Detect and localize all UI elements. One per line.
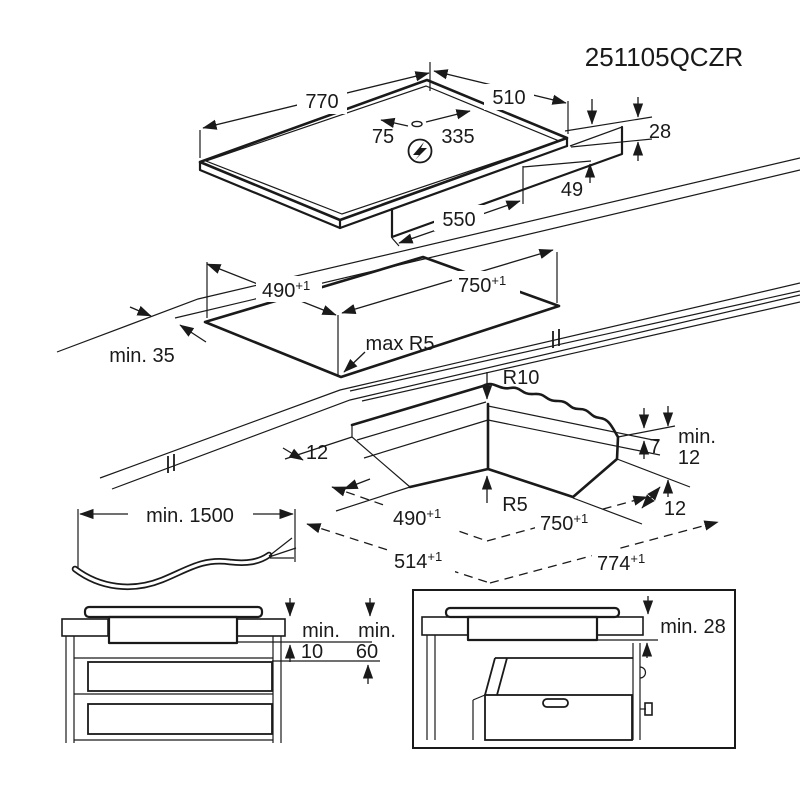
- oven-clearance-view: min. 28: [412, 589, 736, 749]
- dim-label-335: 335: [441, 126, 474, 148]
- dim-label-min-60-min: min.: [358, 620, 396, 642]
- dim-550: 550: [391, 200, 521, 247]
- worktop-cutout-view: 490+1 750+1 min. 35 max R5: [109, 248, 561, 379]
- dim-label-cutout-490: 490+1: [262, 278, 310, 302]
- oven-icon: [472, 657, 633, 741]
- dim-label-max-r5: max R5: [366, 333, 435, 355]
- dim-flush-750: 750+1: [486, 495, 648, 542]
- dim-label-75: 75: [372, 126, 394, 148]
- dim-flush-514: 514+1: [306, 523, 491, 584]
- dim-49: 49: [522, 99, 598, 204]
- dim-label-49: 49: [561, 179, 583, 201]
- dim-label-510: 510: [492, 87, 525, 109]
- dim-flush-490: 490+1: [331, 486, 488, 542]
- dim-label-min-28: min. 28: [660, 616, 726, 638]
- cabinet-clearance-view: min. 10 min. 60: [61, 598, 396, 743]
- dim-label-r10: R10: [503, 367, 540, 389]
- dim-r10: R10: [481, 367, 540, 400]
- dim-max-r5: max R5: [343, 333, 435, 373]
- dim-label-550: 550: [442, 209, 475, 231]
- dim-label-ledge-left-12: 12: [306, 442, 328, 464]
- dim-min-28: min. 28: [597, 596, 726, 658]
- hob-isometric-view: 770 510 75 335 28: [198, 62, 671, 247]
- dim-label-min-60: 60: [356, 641, 378, 663]
- dim-min-10: min. 10: [284, 598, 340, 663]
- dim-ledge-left-12: 12: [282, 436, 411, 512]
- dim-label-min-1500: min. 1500: [146, 505, 234, 527]
- dim-label-cutout-750: 750+1: [458, 273, 506, 297]
- dim-cutout-490: 490+1: [206, 262, 339, 377]
- dim-label-770: 770: [305, 91, 338, 113]
- power-cable-view: min. 1500: [71, 501, 297, 591]
- dim-label-min-10: 10: [301, 641, 323, 663]
- power-cord-position: 75 335: [372, 109, 475, 164]
- cable-icon: [71, 537, 297, 591]
- dim-min-35: min. 35: [109, 305, 207, 367]
- dim-label-28: 28: [649, 121, 671, 143]
- dim-label-min-10-min: min.: [302, 620, 340, 642]
- dim-label-flush-514: 514+1: [394, 549, 442, 573]
- dim-label-min: min.: [678, 426, 716, 448]
- dim-min-60: min. 60: [356, 598, 396, 684]
- dim-label-flush-750: 750+1: [540, 511, 588, 535]
- dim-ledge-right-12: 12: [641, 486, 686, 520]
- dim-510: 510: [433, 69, 569, 134]
- lightning-icon: [407, 138, 433, 164]
- dim-label-recess-7: 7: [649, 436, 660, 458]
- dim-label-ledge-right-12: 12: [664, 498, 686, 520]
- dim-label-flush-490: 490+1: [393, 506, 441, 530]
- dim-28: 28: [564, 97, 671, 161]
- drawing-number: 251105QCZR: [585, 42, 744, 72]
- dim-flush-774: 774+1: [489, 520, 719, 584]
- flush-mount-detail: R10 R5 12 7 min. 12 12: [282, 367, 719, 584]
- dim-cutout-750: 750+1: [341, 248, 558, 315]
- dim-label-min-12: 12: [678, 447, 700, 469]
- dim-min-12: min. 12: [662, 406, 716, 497]
- dim-label-flush-774: 774+1: [597, 551, 645, 575]
- dim-label-r5: R5: [502, 494, 528, 516]
- dim-r5: R5: [481, 475, 528, 516]
- dim-recess-7: 7: [638, 408, 661, 459]
- dim-770: 770: [199, 62, 431, 158]
- dim-label-min-35: min. 35: [109, 345, 175, 367]
